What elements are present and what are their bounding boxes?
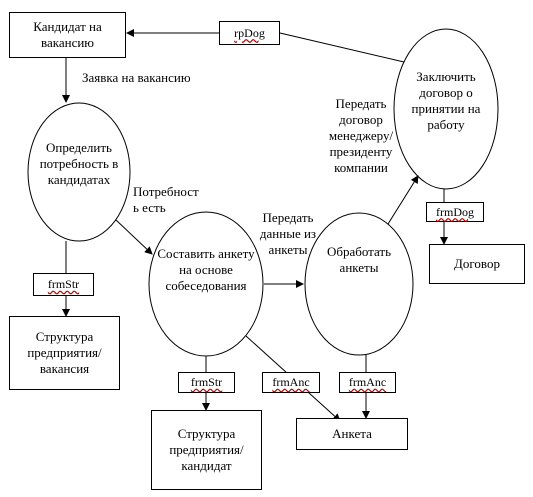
form-frmstr-2-label: frmStr	[190, 375, 223, 389]
line-process-to-conclude	[387, 175, 419, 225]
process-process-questionnaires-circle	[304, 212, 414, 356]
process-conclude-contract-circle	[393, 28, 499, 190]
form-frmstr-1-label: frmStr	[47, 277, 80, 291]
flow-need-exists-label: Потребност ь есть	[133, 184, 199, 215]
line-conclude-to-rpdog	[279, 32, 405, 63]
form-frmanc-1-label: frmAnc	[272, 375, 310, 389]
form-frmdog-box: frmDog	[426, 202, 484, 222]
form-frmstr-1-box: frmStr	[33, 273, 94, 296]
process-determine-need-circle	[27, 102, 131, 242]
form-frmdog-label: frmDog	[436, 204, 474, 219]
process-conclude-contract-label: Заключить договор о принятии на работу	[411, 69, 481, 132]
entity-candidate-label: Кандидат на вакансию	[33, 19, 102, 50]
entity-structure-candidate-label: Структура предприятия/ кандидат	[169, 426, 244, 473]
line-determine-to-compose	[115, 219, 153, 255]
entity-questionnaire-box: Анкета	[296, 418, 408, 450]
entity-structure-vacancy-label: Структура предприятия/ вакансия	[27, 329, 102, 376]
form-rpdog-box: rpDog	[219, 21, 280, 45]
flow-vacancy-request-label: Заявка на вакансию	[82, 70, 191, 85]
form-frmstr-2-box: frmStr	[178, 372, 235, 393]
process-compose-questionnaire-label: Составить анкету на основе собеседования	[157, 246, 255, 293]
flow-transfer-contract-label: Передать договор менеджеру/ президенту к…	[328, 96, 394, 175]
flow-transfer-data-label: Передать данные из анкеты	[259, 210, 317, 257]
process-determine-need-label: Определить потребность в кандидатах	[39, 140, 119, 187]
form-frmanc-2-box: frmAnc	[339, 372, 396, 393]
form-frmanc-2-label: frmAnc	[348, 375, 387, 389]
entity-contract-box: Договор	[429, 244, 525, 284]
form-rpdog-label: rpDog	[234, 25, 265, 40]
entity-questionnaire-label: Анкета	[332, 426, 372, 441]
process-process-questionnaires-label: Обработать анкеты	[326, 244, 392, 275]
entity-candidate-box: Кандидат на вакансию	[9, 12, 126, 58]
entity-structure-vacancy-box: Структура предприятия/ вакансия	[9, 316, 120, 390]
entity-contract-label: Договор	[454, 256, 500, 271]
form-frmanc-1-box: frmAnc	[262, 372, 320, 393]
entity-structure-candidate-box: Структура предприятия/ кандидат	[151, 410, 262, 490]
